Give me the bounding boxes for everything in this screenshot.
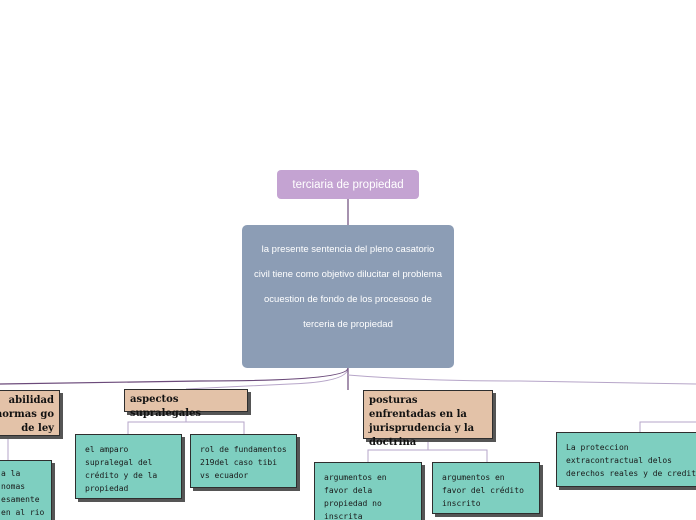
leaf-amparo-supralegal-text: el amparo supralegal del crédito y de la… xyxy=(85,445,158,493)
branch-posturas-enfrentadas-label: posturas enfrentadas en la jurisprudenci… xyxy=(369,395,475,448)
leaf-amparo-supralegal[interactable]: el amparo supralegal del crédito y de la… xyxy=(75,434,182,499)
leaf-proteccion-extracontractual-text: La proteccion extracontractual delos der… xyxy=(566,443,696,478)
right-branch-children-connector xyxy=(367,439,488,462)
leaf-left-note[interactable]: a la nomas esamente en al rio no xyxy=(0,460,52,520)
root-topic-label: terciaria de propiedad xyxy=(292,178,404,191)
main-to-far-right-connector xyxy=(347,374,696,385)
main-topic[interactable]: la presente sentencia del pleno casatori… xyxy=(242,225,454,368)
far-right-children-connector xyxy=(639,421,696,432)
leaf-proteccion-extracontractual[interactable]: La proteccion extracontractual delos der… xyxy=(556,432,696,487)
branch-aspectos-supralegales-label: aspectos supralegales xyxy=(130,394,202,419)
leaf-rol-fundamentos-text: rol de fundamentos 219del caso tibi vs e… xyxy=(200,445,287,480)
leaf-favor-propiedad-text: argumentos en favor dela propiedad no in… xyxy=(324,473,387,520)
root-topic[interactable]: terciaria de propiedad xyxy=(277,170,419,199)
branch-posturas-enfrentadas[interactable]: posturas enfrentadas en la jurisprudenci… xyxy=(363,390,493,448)
leaf-favor-credito-text: argumentos en favor del crédito inscrito xyxy=(442,473,524,508)
leaf-left-note-text: a la nomas esamente en al rio no xyxy=(1,469,45,517)
branch-left-label: abilidad normas go de ley xyxy=(0,395,54,434)
center-branch-children-connector xyxy=(127,412,245,434)
branch-aspectos-supralegales[interactable]: aspectos supralegales xyxy=(124,389,248,419)
main-topic-text: la presente sentencia del pleno casatori… xyxy=(254,244,442,330)
main-to-center-branch-connector xyxy=(185,367,349,390)
leaf-favor-credito[interactable]: argumentos en favor del crédito inscrito xyxy=(432,462,540,514)
leaf-rol-fundamentos[interactable]: rol de fundamentos 219del caso tibi vs e… xyxy=(190,434,297,488)
main-to-left-branch-connector xyxy=(0,367,349,385)
leaf-favor-propiedad[interactable]: argumentos en favor dela propiedad no in… xyxy=(314,462,422,520)
branch-left[interactable]: abilidad normas go de ley xyxy=(0,390,60,436)
